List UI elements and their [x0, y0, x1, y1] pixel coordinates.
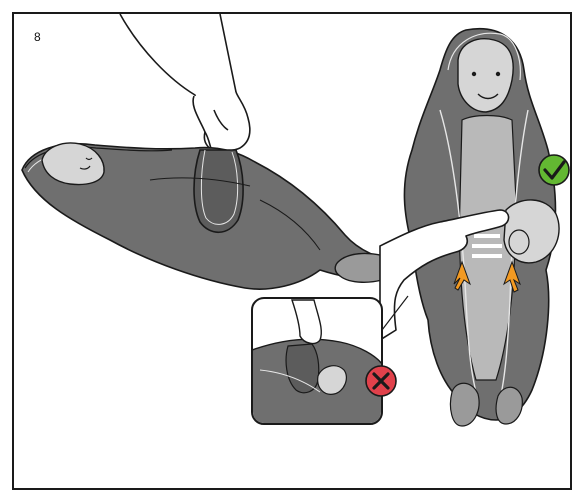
left-scene	[22, 14, 395, 289]
checkmark-icon	[539, 155, 569, 185]
adult-arm	[120, 14, 250, 155]
swaddled-baby-lifted	[22, 143, 395, 289]
right-scene	[380, 29, 569, 426]
cross-icon	[366, 366, 396, 396]
